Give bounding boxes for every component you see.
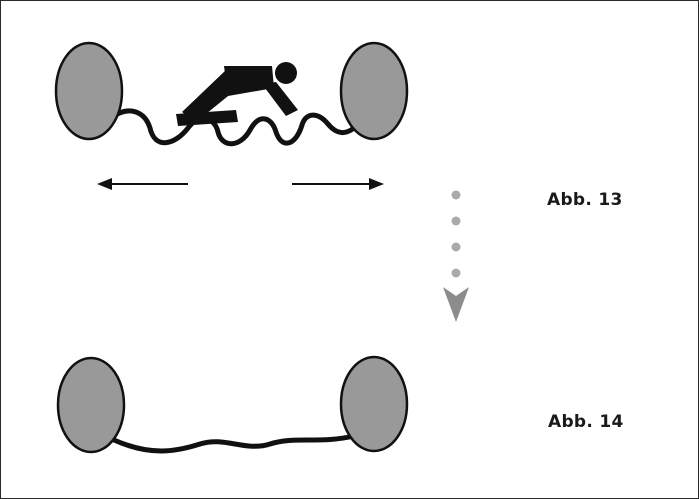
figure-13-scene	[54, 41, 409, 190]
dot	[451, 216, 461, 226]
arrow-down-icon	[443, 287, 469, 322]
dot	[451, 268, 461, 278]
roll-left-14	[56, 356, 126, 454]
wavy-cable-13	[109, 108, 359, 147]
figure-14-scene	[56, 355, 409, 454]
figure-13-label: Abb. 13	[547, 190, 623, 210]
roll-right-14	[339, 355, 409, 453]
arrow-left-icon	[97, 178, 188, 190]
figure-14-label: Abb. 14	[548, 412, 624, 432]
dot	[451, 190, 461, 200]
roll-right-13	[339, 41, 409, 141]
dotted-down-arrow	[443, 190, 469, 322]
roll-left-13	[54, 41, 124, 141]
dot	[451, 242, 461, 252]
crawling-person-icon	[176, 62, 298, 126]
arrow-right-icon	[292, 178, 384, 190]
gentle-cable-14	[111, 433, 357, 454]
